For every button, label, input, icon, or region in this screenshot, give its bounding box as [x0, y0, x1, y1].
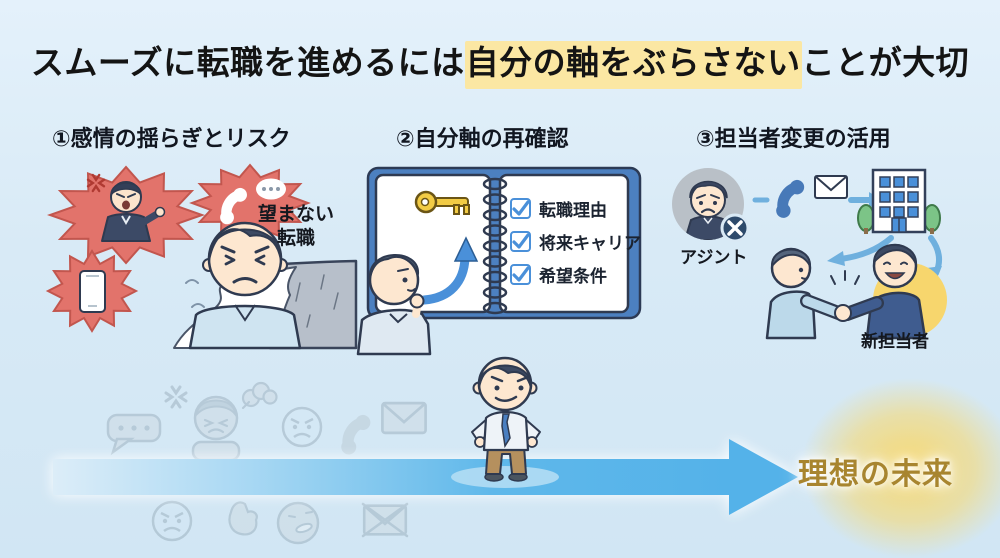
future-arrow: [53, 439, 798, 515]
checkbox-checked-icon: [510, 198, 531, 219]
office-building-icon: [857, 168, 941, 234]
section1-heading: ①感情の揺らぎとリスク: [52, 127, 291, 152]
unwanted-change-caption: 望まない 転職: [248, 203, 344, 251]
self-axis-checklist: 転職理由 将来キャリア 希望条件: [510, 192, 641, 291]
self-axis-illustration: [356, 166, 642, 356]
phone-call-burst-icon: [192, 165, 308, 241]
fist-icon: [228, 501, 258, 536]
confident-man-icon: [471, 356, 541, 482]
arrow-head: [729, 439, 798, 515]
smartphone-burst-icon: [48, 251, 136, 331]
checkbox-checked-icon: [510, 264, 531, 285]
faded-negative-icons: [106, 381, 427, 545]
agent-label: アジント: [680, 248, 748, 268]
angry-boss-burst-icon: [50, 167, 202, 263]
section2-heading: ②自分軸の再確認: [396, 127, 569, 152]
thinking-man-icon: [356, 254, 432, 356]
arrow-body: [53, 459, 731, 495]
title-post: ことが大切: [801, 43, 970, 82]
checklist-item: 転職理由: [510, 192, 641, 225]
phone-handset-icon: [770, 178, 811, 219]
emotion-risk-illustration: [38, 163, 356, 348]
agent-change-illustration: [672, 168, 947, 340]
title-highlight: 自分の軸をぶらさない: [464, 41, 802, 89]
checklist-item: 希望条件: [510, 258, 641, 291]
standing-spot-highlight: [451, 466, 559, 488]
sigh-face-icon: [276, 501, 320, 545]
checklist-label: 転職理由: [539, 201, 607, 221]
speech-bubble-icon: [106, 413, 162, 456]
steam-puff-icon: [241, 381, 278, 410]
curved-down-left-arrow-icon: [827, 235, 894, 266]
checklist-label: 希望条件: [539, 267, 607, 287]
checklist-label: 将来キャリア: [539, 234, 641, 254]
new-agent-label: 新担当者: [861, 332, 929, 352]
anger-mark-icon: [164, 385, 188, 409]
title-pre: スムーズに転職を進めるには: [30, 43, 465, 82]
key-icon: [414, 190, 470, 215]
stressed-man-icon: [188, 221, 302, 350]
mail-icon: [381, 401, 427, 435]
caption-line1: 望まない: [257, 203, 334, 225]
caption-line2: 転職: [276, 226, 315, 249]
crossed-mail-icon: [361, 502, 409, 538]
checklist-item: 将来キャリア: [510, 225, 641, 258]
curved-up-arrow-icon: [419, 236, 479, 305]
agent-avatar-x-icon: [672, 168, 750, 243]
checkbox-checked-icon: [510, 231, 531, 252]
section3-heading: ③担当者変更の活用: [696, 127, 891, 152]
handshake-icon: [765, 243, 927, 340]
mail-icon: [814, 175, 848, 199]
ideal-future-label: 理想の未来: [798, 457, 953, 492]
angry-boy-icon: [191, 395, 241, 462]
page-title: スムーズに転職を進めるには自分の軸をぶらさないことが大切: [0, 36, 1000, 89]
